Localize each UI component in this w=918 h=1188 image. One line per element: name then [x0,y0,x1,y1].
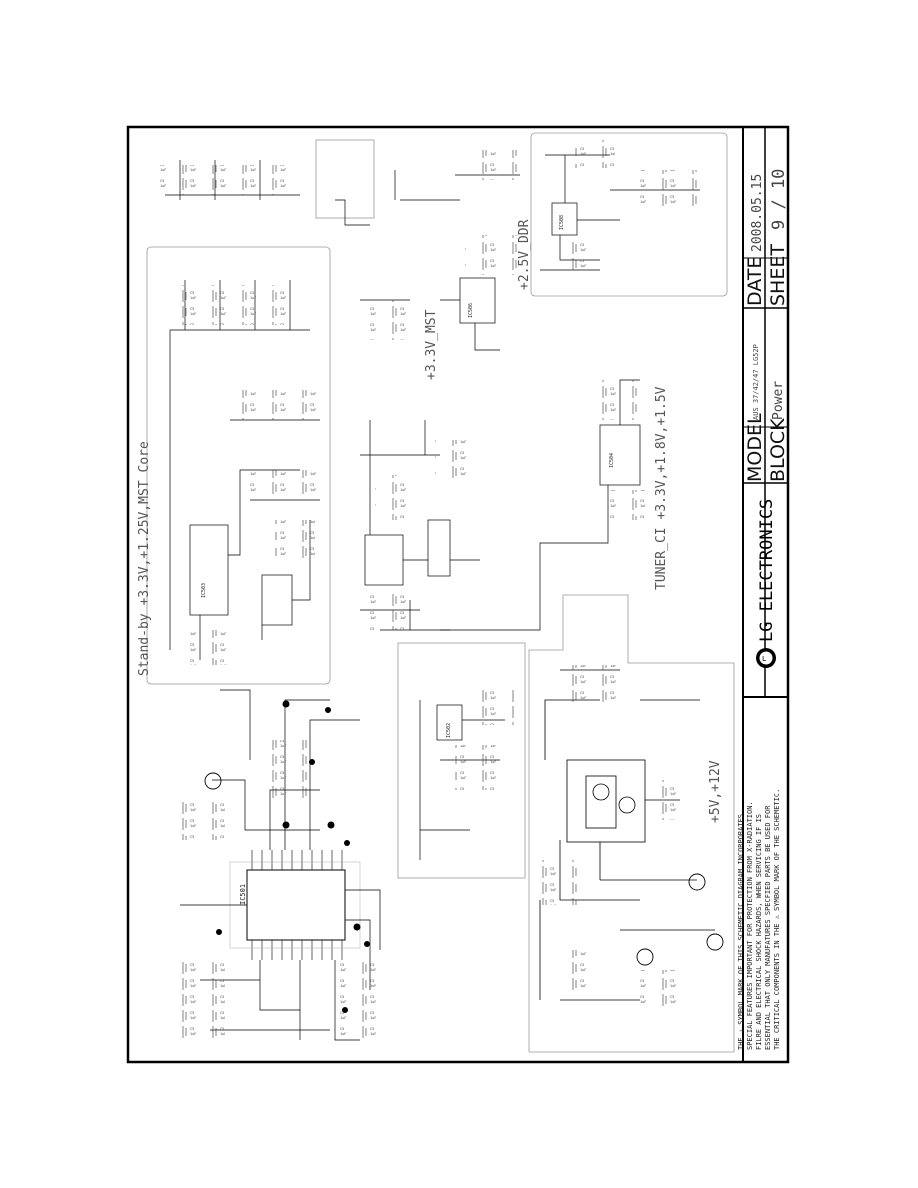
section-title-ddr: +2.5V_DDR [517,219,532,290]
power-caps-4 [560,950,600,990]
main-right-caps [270,740,310,800]
svg-text:IC501: IC501 [239,884,247,905]
mst-caps-3 [470,150,520,180]
sheet-label: SHEET [767,244,789,306]
date-label: DATE [744,257,766,306]
mst-caps [465,235,520,275]
lg-logo: L LG ELECTRONICS [756,499,777,668]
left-mid-caps [180,800,225,840]
standby-caps-5 [275,520,315,560]
tuner-caps-3 [600,380,640,420]
section-title-5v12v: +5V,+12V [708,760,723,823]
safety-note: THE ⚠ SYMBOL MARK OF THIS SCHEMETIC DIAG… [737,789,781,1050]
block-value: Power [771,381,786,420]
tuner-caps-2 [435,440,475,480]
svg-text:THE CRITICAL COMPONENTS IN THE: THE CRITICAL COMPONENTS IN THE ⚠ SYMBOL … [773,789,781,1050]
main-bottom-caps [340,960,385,1040]
ddr-caps-3 [560,240,600,270]
power-caps-5 [640,970,680,1010]
company-name: LG ELECTRONICS [757,499,777,642]
top-left-caps [160,165,300,195]
tuner-caps-4 [370,590,410,630]
ic502-caps [455,745,500,790]
section-title-standby: Stand-by +3.3V,+1.25V,MST Core [137,441,152,676]
standby-caps-4 [190,630,235,665]
ddr-caps [575,140,615,168]
title-block: MODEL BLOCK AUS 37/42/47 LG52P Power DAT… [742,126,789,1063]
main-ic: IC501 [229,850,361,960]
tuner-caps-1 [375,475,420,520]
svg-text:SPECIAL FEATURES IMPORTANT FOR: SPECIAL FEATURES IMPORTANT FOR PROTECTIO… [746,801,754,1050]
block-label: BLOCK [767,418,789,482]
svg-text:IC504: IC504 [609,453,615,468]
standby-caps-1 [170,285,300,325]
mst-caps-2 [370,300,415,340]
date-value: 2008.05.15 [750,174,765,252]
model-label: MODEL [744,413,766,482]
svg-text:IC502: IC502 [446,723,452,738]
standby-caps-3 [250,470,320,498]
section-title-mst: +3.3V_MST [424,309,439,380]
svg-text:ESSENTIAL THAT ONLY MANUFATURE: ESSENTIAL THAT ONLY MANUFATURES SPECFIED… [764,805,772,1050]
power-caps-1 [560,665,620,705]
model-value: AUS 37/42/47 LG52P [752,344,760,420]
tuner-caps-5 [610,490,645,520]
power-caps-3 [650,780,680,820]
ddr-caps-2 [640,170,700,210]
mosfet-block [539,669,715,1001]
svg-text:IC508: IC508 [559,215,565,230]
standby-caps-2 [230,390,320,420]
svg-text:IC506: IC506 [468,303,474,318]
svg-text:THE ⚠ SYMBOL MARK OF THIS SCHE: THE ⚠ SYMBOL MARK OF THIS SCHEMETIC DIAG… [737,814,745,1050]
transistors [204,772,724,966]
sheet-value: 9 / 10 [769,169,789,230]
ic502-caps-2 [480,690,515,725]
svg-text:IC503: IC503 [201,583,207,598]
svg-text:L: L [762,655,766,663]
sheet-border [126,125,790,1064]
svg-text:FILRE AND ELECTRICAL SHOCK HAZ: FILRE AND ELECTRICAL SHOCK HAZARDS, WHEN… [755,814,763,1050]
section-title-tuner: TUNER_CI +3.3V,+1.8V,+1.5V [654,386,669,590]
bottom-left-caps [180,960,225,1040]
section-outlines [146,132,735,1053]
power-caps-2 [540,860,580,905]
